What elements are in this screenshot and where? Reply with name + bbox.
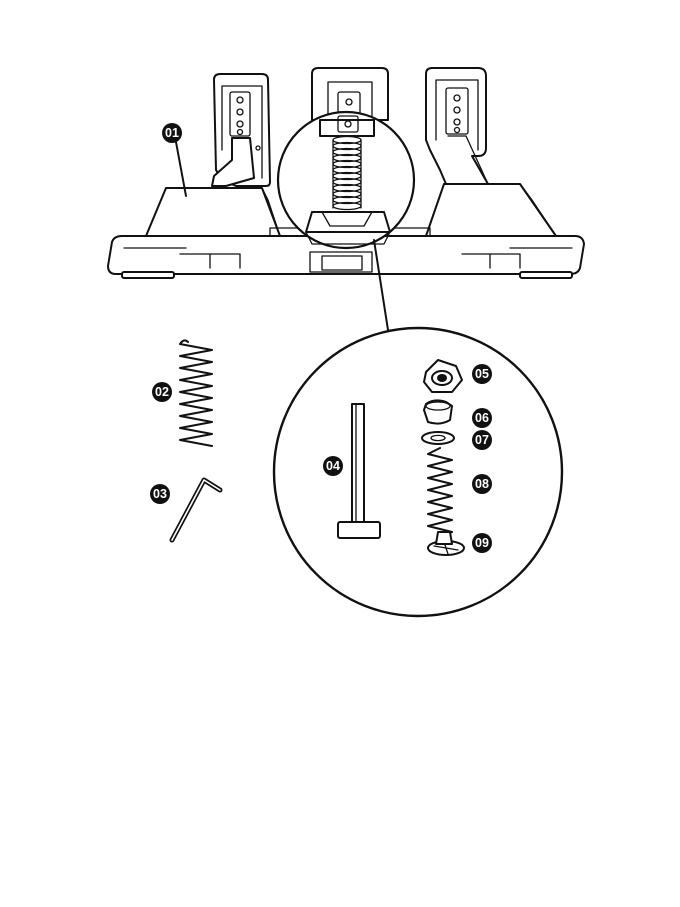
callout-05-label: 05 bbox=[475, 367, 489, 381]
spare-spring bbox=[180, 340, 212, 446]
callout-01-label: 01 bbox=[165, 126, 179, 140]
callout-01: 01 bbox=[162, 123, 182, 143]
detail-magnifier-exploded bbox=[274, 328, 562, 616]
callout-07-label: 07 bbox=[475, 433, 489, 447]
callout-08-label: 08 bbox=[475, 477, 489, 491]
washer bbox=[422, 432, 454, 444]
detail-magnifier-top bbox=[278, 112, 414, 248]
bushing bbox=[424, 400, 452, 423]
callout-03-label: 03 bbox=[153, 487, 167, 501]
pedal-right bbox=[426, 68, 488, 184]
callout-02: 02 bbox=[152, 382, 172, 402]
callout-03: 03 bbox=[150, 484, 170, 504]
callout-08: 08 bbox=[472, 474, 492, 494]
hex-key bbox=[172, 480, 220, 540]
callout-06-label: 06 bbox=[475, 411, 489, 425]
callout-02-label: 02 bbox=[155, 385, 169, 399]
callout-09: 09 bbox=[472, 533, 492, 553]
callout-05: 05 bbox=[472, 364, 492, 384]
callout-06: 06 bbox=[472, 408, 492, 428]
callout-07: 07 bbox=[472, 430, 492, 450]
callout-04: 04 bbox=[323, 456, 343, 476]
callout-04-label: 04 bbox=[326, 459, 340, 473]
pedal-left bbox=[212, 74, 270, 186]
callout-09-label: 09 bbox=[475, 536, 489, 550]
